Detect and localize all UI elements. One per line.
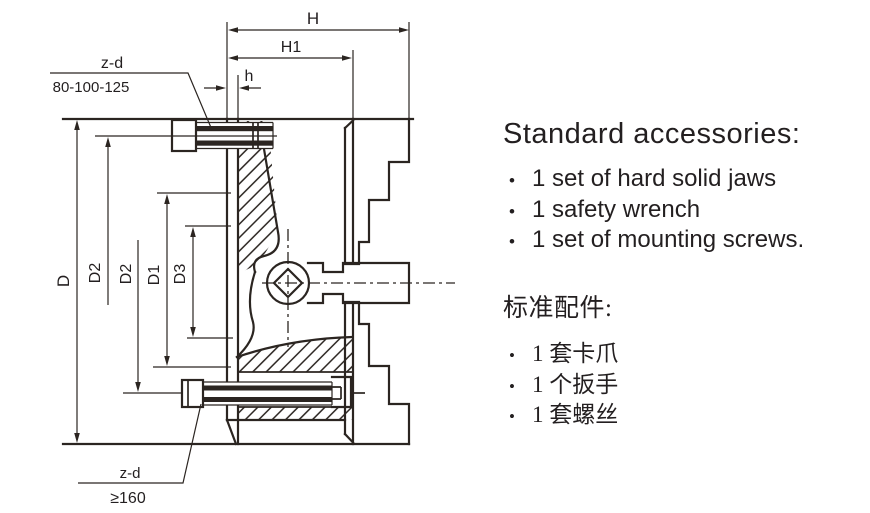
accessories-list-zh: • 1 套卡爪 • 1 个扳手 • 1 套螺丝 — [503, 340, 863, 432]
accessory-item-en: • 1 set of mounting screws. — [503, 226, 863, 257]
accessory-text: 1 套螺丝 — [532, 402, 619, 427]
front-top-chamfer — [343, 118, 355, 130]
accessory-item-zh: • 1 套螺丝 — [503, 401, 863, 432]
dimension-D3: D3 — [172, 225, 233, 339]
bullet-icon: • — [509, 346, 515, 365]
dim-label-h: h — [245, 68, 254, 85]
accessory-text: 1 safety wrench — [532, 195, 701, 223]
section-hatching — [237, 121, 352, 420]
accessory-item-zh: • 1 套卡爪 — [503, 340, 863, 371]
callout-rear-sizes: 80-100-125 — [53, 79, 130, 96]
dimension-D1: D1 — [146, 192, 231, 368]
dim-label-D1: D1 — [146, 265, 163, 286]
callout-front-sizes: ≥160 — [110, 490, 146, 507]
accessory-text: 1 套卡爪 — [532, 341, 619, 366]
accessories-list-en: • 1 set of hard solid jaws • 1 safety wr… — [503, 165, 863, 257]
bottom-left-chamfer — [225, 418, 238, 446]
web-right-edge — [252, 147, 280, 274]
bullet-icon: • — [509, 232, 515, 251]
callout-rear-screws: z-d 80-100-125 — [50, 55, 213, 131]
accessories-panel-en: Standard accessories: • 1 set of hard so… — [503, 118, 863, 257]
guideway-lower-curve — [235, 270, 257, 359]
dim-label-D: D — [54, 275, 73, 287]
accessory-text: 1 set of mounting screws. — [532, 226, 805, 253]
accessory-text: 1 set of hard solid jaws — [532, 165, 777, 192]
bullet-icon: • — [509, 171, 515, 190]
bullet-icon: • — [509, 376, 515, 396]
bullet-icon: • — [509, 201, 515, 221]
hatch-band-above-front-screw — [237, 337, 352, 372]
bottom-jaw — [343, 300, 411, 446]
hatch-band-below-front-screw — [237, 407, 352, 420]
callout-rear-label: z-d — [101, 55, 123, 72]
dim-label-H1: H1 — [281, 39, 302, 56]
dim-label-D2-front: D2 — [118, 264, 135, 285]
front-screw-head — [180, 378, 205, 409]
dimension-D2-front: D2 — [118, 240, 183, 394]
accessories-title-zh: 标准配件: — [503, 295, 613, 322]
accessory-item-en: • 1 safety wrench — [503, 196, 863, 227]
front-bottom-chamfer — [343, 432, 355, 445]
callout-front-label: z-d — [120, 465, 141, 482]
accessories-title-en: Standard accessories: — [503, 118, 801, 150]
dimension-H1: H1 — [228, 39, 354, 119]
accessory-item-zh: • 1 个扳手 — [503, 371, 863, 402]
callout-front-screws: z-d ≥160 — [78, 403, 202, 507]
pinion-assembly — [262, 229, 455, 347]
dimension-h: h — [204, 68, 261, 119]
dim-label-H: H — [307, 9, 319, 28]
front-mounting-screw — [180, 375, 365, 409]
accessory-text: 1 个扳手 — [532, 371, 619, 397]
bullet-icon: • — [509, 407, 515, 426]
dim-label-D2-rear: D2 — [87, 263, 104, 284]
front-boss-socket — [330, 375, 353, 409]
top-jaw — [343, 117, 411, 266]
square-socket-diamond — [272, 267, 304, 299]
accessories-panel-zh: 标准配件: • 1 套卡爪 • 1 个扳手 • 1 套螺丝 — [503, 288, 863, 432]
dim-label-D3: D3 — [172, 264, 189, 285]
dimension-D2-rear: D2 — [87, 135, 277, 305]
hatch-upper-web — [238, 121, 278, 274]
dimension-H: H — [226, 9, 410, 119]
accessory-item-en: • 1 set of hard solid jaws — [503, 165, 863, 196]
dimension-D: D — [54, 120, 80, 443]
band-top-curve — [235, 335, 354, 359]
